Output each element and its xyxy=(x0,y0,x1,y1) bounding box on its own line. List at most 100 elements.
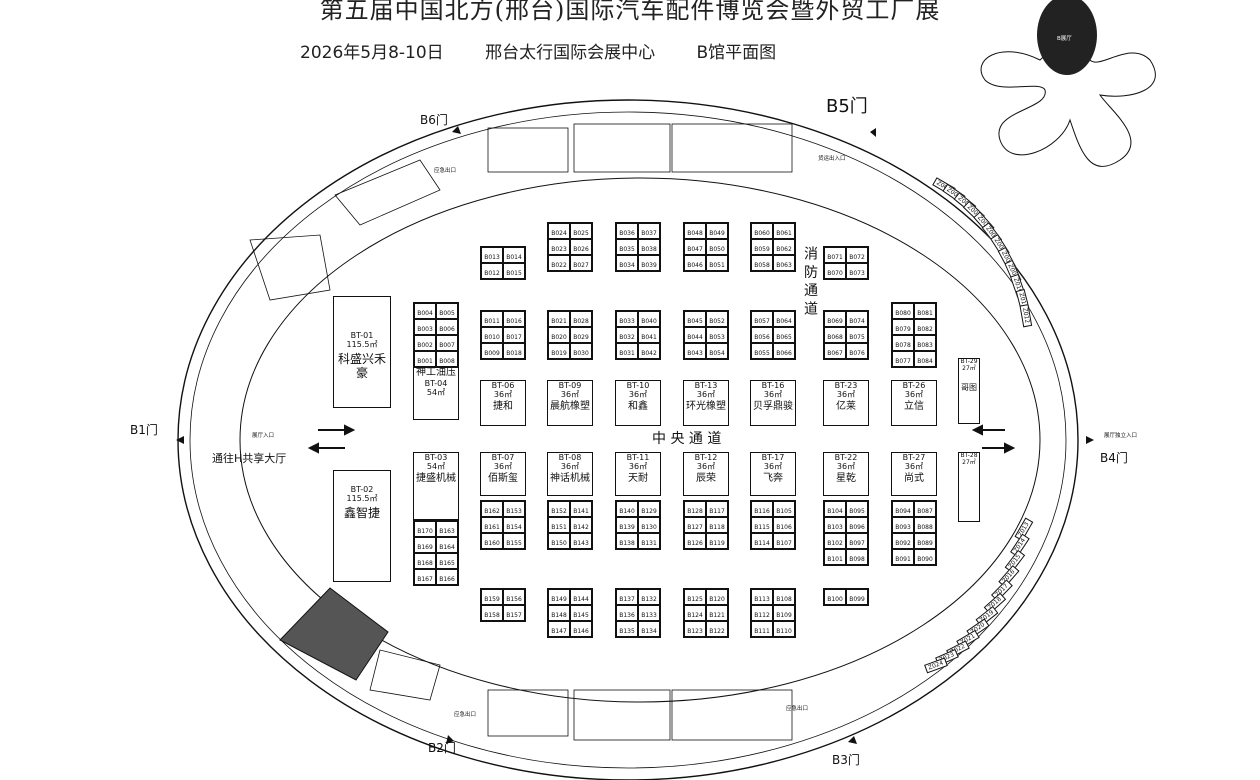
booth-cell[interactable]: B041 xyxy=(638,327,660,343)
booth-cell[interactable]: B136 xyxy=(616,605,638,621)
booth-cell[interactable]: B113 xyxy=(751,589,773,605)
booth-cell[interactable]: B055 xyxy=(751,343,773,359)
booth-cell[interactable]: B111 xyxy=(751,621,773,637)
booth-cell[interactable]: B110 xyxy=(773,621,795,637)
booth-cell[interactable]: B165 xyxy=(436,553,458,569)
booth-cell[interactable]: B122 xyxy=(706,621,728,637)
booth-cell[interactable]: B083 xyxy=(914,335,936,351)
booth-cell[interactable]: B140 xyxy=(616,501,638,517)
booth-cell[interactable]: B043 xyxy=(684,343,706,359)
booth-cell[interactable]: B168 xyxy=(414,553,436,569)
gate-b2[interactable]: B2门 xyxy=(428,735,456,755)
booth-cell[interactable]: B052 xyxy=(706,311,728,327)
booth-cell[interactable]: B156 xyxy=(503,589,525,605)
booth-cell[interactable]: B115 xyxy=(751,517,773,533)
booth-cell[interactable]: B138 xyxy=(616,533,638,549)
booth-cell[interactable]: B117 xyxy=(706,501,728,517)
booth-cell[interactable]: B079 xyxy=(892,319,914,335)
booth-cell[interactable]: B096 xyxy=(846,517,868,533)
booth-cell[interactable]: B033 xyxy=(616,311,638,327)
booth-cell[interactable]: B125 xyxy=(684,589,706,605)
booth-cell[interactable]: B158 xyxy=(481,605,503,621)
booth-cell[interactable]: B077 xyxy=(892,351,914,367)
booth-cell[interactable]: B097 xyxy=(846,533,868,549)
booth-cell[interactable]: B133 xyxy=(638,605,660,621)
booth-cell[interactable]: B092 xyxy=(892,533,914,549)
booth-cell[interactable]: B038 xyxy=(638,239,660,255)
booth-cell[interactable]: B005 xyxy=(436,303,458,319)
gate-b6[interactable]: B6门 xyxy=(420,112,461,134)
booth-cell[interactable]: B008 xyxy=(436,351,458,367)
booth-cell[interactable]: B063 xyxy=(773,255,795,271)
booth-cell[interactable]: B103 xyxy=(824,517,846,533)
booth-cell[interactable]: B037 xyxy=(638,223,660,239)
booth-cell[interactable]: B068 xyxy=(824,327,846,343)
booth-cell[interactable]: B015 xyxy=(503,263,525,279)
booth-cell[interactable]: B078 xyxy=(892,335,914,351)
booth-cell[interactable]: B102 xyxy=(824,533,846,549)
booth-cell[interactable]: B032 xyxy=(616,327,638,343)
booth-cell[interactable]: B007 xyxy=(436,335,458,351)
booth-cell[interactable]: B051 xyxy=(706,255,728,271)
booth-cell[interactable]: B126 xyxy=(684,533,706,549)
booth-cell[interactable]: B076 xyxy=(846,343,868,359)
booth-cell[interactable]: B081 xyxy=(914,303,936,319)
booth-cell[interactable]: B025 xyxy=(570,223,592,239)
booth-cell[interactable]: B130 xyxy=(638,517,660,533)
booth-cell[interactable]: B132 xyxy=(638,589,660,605)
booth-cell[interactable]: B123 xyxy=(684,621,706,637)
booth-cell[interactable]: B094 xyxy=(892,501,914,517)
booth-cell[interactable]: B116 xyxy=(751,501,773,517)
booth-cell[interactable]: B159 xyxy=(481,589,503,605)
booth-cell[interactable]: B019 xyxy=(548,343,570,359)
booth-cell[interactable]: B035 xyxy=(616,239,638,255)
booth-cell[interactable]: B028 xyxy=(570,311,592,327)
booth-cell[interactable]: B004 xyxy=(414,303,436,319)
booth-cell[interactable]: B166 xyxy=(436,569,458,585)
booth-cell[interactable]: B009 xyxy=(481,343,503,359)
booth-cell[interactable]: B164 xyxy=(436,537,458,553)
booth-cell[interactable]: B045 xyxy=(684,311,706,327)
booth-cell[interactable]: B139 xyxy=(616,517,638,533)
booth-cell[interactable]: B047 xyxy=(684,239,706,255)
booth-cell[interactable]: B050 xyxy=(706,239,728,255)
booth-cell[interactable]: B160 xyxy=(481,533,503,549)
booth-cell[interactable]: B137 xyxy=(616,589,638,605)
booth-cell[interactable]: B129 xyxy=(638,501,660,517)
booth-cell[interactable]: B048 xyxy=(684,223,706,239)
booth-cell[interactable]: B080 xyxy=(892,303,914,319)
booth-cell[interactable]: B089 xyxy=(914,533,936,549)
booth-cell[interactable]: B067 xyxy=(824,343,846,359)
booth-cell[interactable]: B017 xyxy=(503,327,525,343)
booth-cell[interactable]: B157 xyxy=(503,605,525,621)
booth-cell[interactable]: B153 xyxy=(503,501,525,517)
gate-b3[interactable]: B3门 xyxy=(832,736,860,767)
booth-cell[interactable]: B143 xyxy=(570,533,592,549)
booth-cell[interactable]: B109 xyxy=(773,605,795,621)
booth-cell[interactable]: B034 xyxy=(616,255,638,271)
booth-cell[interactable]: B121 xyxy=(706,605,728,621)
booth-cell[interactable]: B003 xyxy=(414,319,436,335)
booth-cell[interactable]: B118 xyxy=(706,517,728,533)
booth-cell[interactable]: B013 xyxy=(481,247,503,263)
booth-cell[interactable]: B040 xyxy=(638,311,660,327)
booth-cell[interactable]: B108 xyxy=(773,589,795,605)
booth-cell[interactable]: B042 xyxy=(638,343,660,359)
booth-cell[interactable]: B049 xyxy=(706,223,728,239)
booth-cell[interactable]: B154 xyxy=(503,517,525,533)
booth-cell[interactable]: B146 xyxy=(570,621,592,637)
gate-b1[interactable]: B1门 xyxy=(130,422,184,444)
booth-cell[interactable]: B018 xyxy=(503,343,525,359)
booth-cell[interactable]: B161 xyxy=(481,517,503,533)
booth-cell[interactable]: B026 xyxy=(570,239,592,255)
booth-cell[interactable]: B020 xyxy=(548,327,570,343)
gate-b4[interactable]: B4门 xyxy=(1086,436,1128,465)
booth-cell[interactable]: B074 xyxy=(846,311,868,327)
